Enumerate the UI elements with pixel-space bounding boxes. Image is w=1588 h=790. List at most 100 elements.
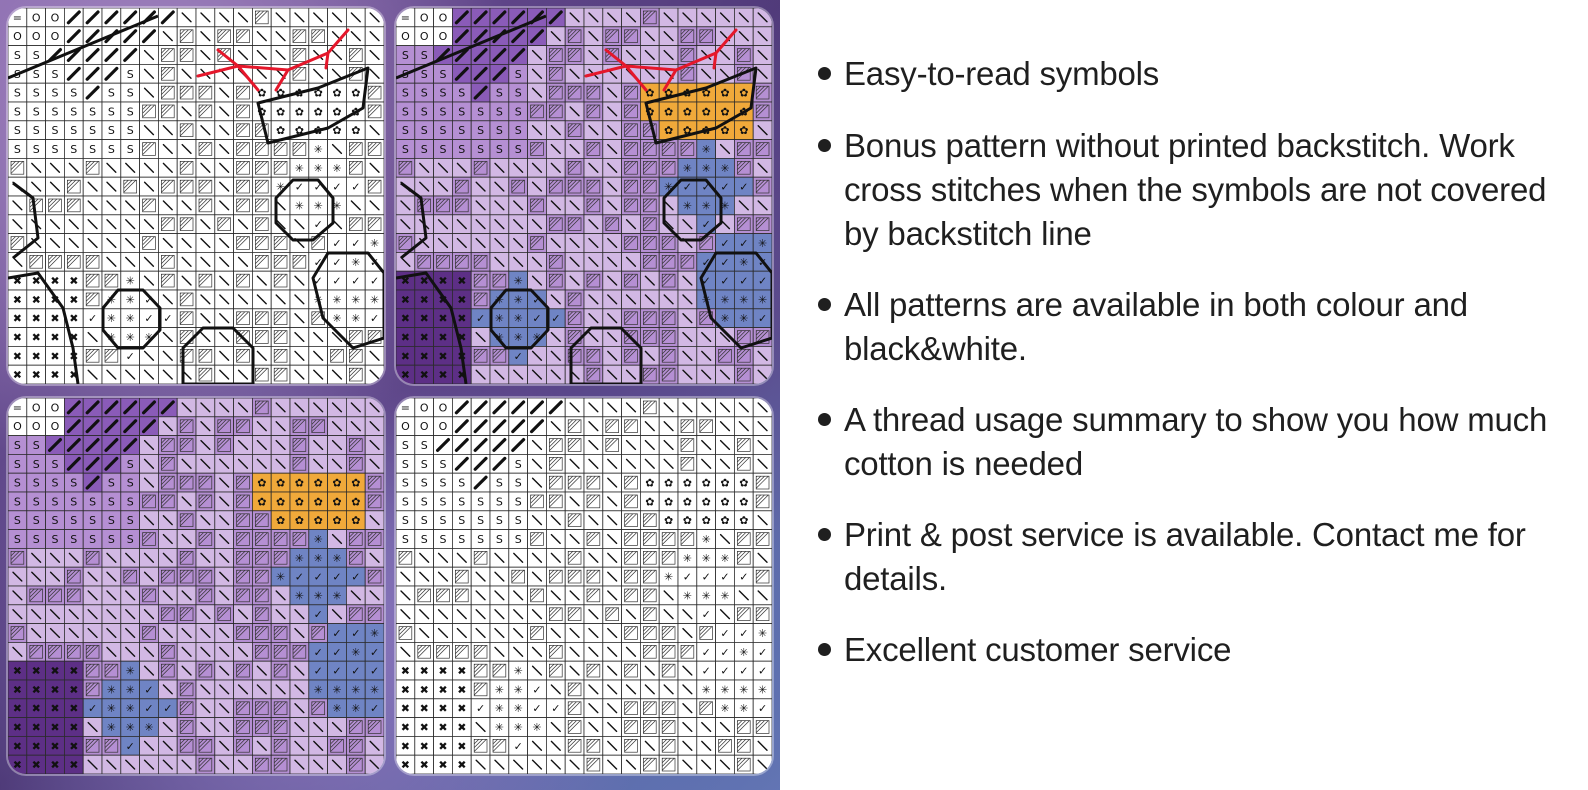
svg-text:✳: ✳ bbox=[107, 721, 116, 734]
svg-text:O: O bbox=[420, 420, 429, 433]
svg-text:S: S bbox=[515, 105, 522, 118]
svg-text:✳: ✳ bbox=[126, 665, 135, 678]
svg-text:S: S bbox=[70, 87, 77, 100]
svg-text:✿: ✿ bbox=[720, 87, 729, 100]
svg-text:S: S bbox=[89, 495, 96, 508]
svg-text:✓: ✓ bbox=[514, 740, 523, 753]
svg-text:S: S bbox=[515, 533, 522, 546]
svg-text:✖: ✖ bbox=[401, 369, 410, 382]
svg-text:✓: ✓ bbox=[683, 571, 692, 584]
svg-text:✖: ✖ bbox=[13, 683, 22, 696]
svg-text:✖: ✖ bbox=[69, 293, 78, 306]
svg-text:O: O bbox=[32, 30, 41, 43]
svg-text:✳: ✳ bbox=[683, 589, 692, 602]
svg-text:✳: ✳ bbox=[126, 702, 135, 715]
svg-text:✳: ✳ bbox=[758, 683, 767, 696]
svg-text:✿: ✿ bbox=[257, 495, 266, 508]
svg-text:✳: ✳ bbox=[314, 162, 323, 175]
feature-list: Easy-to-read symbols Bonus pattern witho… bbox=[806, 52, 1576, 697]
svg-text:S: S bbox=[440, 87, 447, 100]
svg-text:✖: ✖ bbox=[13, 331, 22, 344]
svg-text:✳: ✳ bbox=[351, 293, 360, 306]
svg-text:✓: ✓ bbox=[720, 627, 729, 640]
svg-text:✓: ✓ bbox=[314, 256, 323, 269]
svg-text:✳: ✳ bbox=[126, 721, 135, 734]
svg-text:S: S bbox=[108, 514, 115, 527]
svg-text:S: S bbox=[477, 495, 484, 508]
svg-text:S: S bbox=[52, 68, 59, 81]
svg-text:✿: ✿ bbox=[257, 87, 266, 100]
svg-text:S: S bbox=[14, 439, 21, 452]
svg-text:S: S bbox=[402, 514, 409, 527]
svg-text:S: S bbox=[33, 87, 40, 100]
svg-text:S: S bbox=[515, 514, 522, 527]
svg-text:S: S bbox=[127, 143, 134, 156]
svg-text:✖: ✖ bbox=[420, 683, 429, 696]
svg-text:S: S bbox=[477, 124, 484, 137]
svg-text:S: S bbox=[52, 105, 59, 118]
svg-text:S: S bbox=[402, 458, 409, 471]
svg-text:✖: ✖ bbox=[50, 369, 59, 382]
svg-text:✓: ✓ bbox=[314, 608, 323, 621]
svg-text:✓: ✓ bbox=[702, 181, 711, 194]
svg-text:✖: ✖ bbox=[50, 721, 59, 734]
svg-text:✳: ✳ bbox=[664, 571, 673, 584]
svg-text:S: S bbox=[14, 514, 21, 527]
svg-text:S: S bbox=[421, 514, 428, 527]
svg-text:✓: ✓ bbox=[144, 683, 153, 696]
svg-text:✖: ✖ bbox=[50, 759, 59, 772]
svg-text:✳: ✳ bbox=[332, 683, 341, 696]
svg-text:✖: ✖ bbox=[69, 331, 78, 344]
svg-text:✖: ✖ bbox=[420, 702, 429, 715]
svg-text:✓: ✓ bbox=[702, 256, 711, 269]
svg-text:✖: ✖ bbox=[401, 683, 410, 696]
svg-text:✿: ✿ bbox=[314, 514, 323, 527]
svg-text:S: S bbox=[33, 495, 40, 508]
svg-text:S: S bbox=[52, 495, 59, 508]
svg-text:S: S bbox=[496, 143, 503, 156]
svg-text:✖: ✖ bbox=[438, 312, 447, 325]
svg-text:S: S bbox=[108, 495, 115, 508]
svg-text:✳: ✳ bbox=[758, 237, 767, 250]
svg-text:✖: ✖ bbox=[32, 665, 41, 678]
svg-text:✳: ✳ bbox=[314, 552, 323, 565]
svg-text:S: S bbox=[108, 143, 115, 156]
svg-text:S: S bbox=[52, 143, 59, 156]
svg-text:✓: ✓ bbox=[295, 181, 304, 194]
svg-text:✿: ✿ bbox=[702, 477, 711, 490]
bullet-icon bbox=[818, 67, 831, 80]
svg-text:✳: ✳ bbox=[514, 702, 523, 715]
svg-text:S: S bbox=[89, 514, 96, 527]
svg-text:✓: ✓ bbox=[332, 627, 341, 640]
svg-text:✿: ✿ bbox=[702, 87, 711, 100]
svg-text:✳: ✳ bbox=[351, 646, 360, 659]
svg-text:S: S bbox=[127, 124, 134, 137]
svg-text:✖: ✖ bbox=[32, 369, 41, 382]
svg-text:S: S bbox=[402, 495, 409, 508]
svg-text:✳: ✳ bbox=[683, 552, 692, 565]
svg-text:S: S bbox=[440, 514, 447, 527]
svg-text:S: S bbox=[127, 458, 134, 471]
svg-text:✿: ✿ bbox=[276, 87, 285, 100]
svg-text:S: S bbox=[402, 105, 409, 118]
svg-text:✖: ✖ bbox=[420, 275, 429, 288]
svg-text:✳: ✳ bbox=[720, 589, 729, 602]
svg-text:O: O bbox=[439, 401, 448, 414]
svg-text:✓: ✓ bbox=[758, 312, 767, 325]
svg-text:S: S bbox=[127, 105, 134, 118]
feature-item: Easy-to-read symbols bbox=[806, 52, 1576, 96]
svg-text:S: S bbox=[440, 68, 447, 81]
svg-text:✖: ✖ bbox=[401, 665, 410, 678]
svg-text:✳: ✳ bbox=[314, 533, 323, 546]
svg-text:✓: ✓ bbox=[739, 275, 748, 288]
svg-text:✖: ✖ bbox=[457, 665, 466, 678]
svg-text:✖: ✖ bbox=[69, 702, 78, 715]
svg-text:S: S bbox=[477, 533, 484, 546]
svg-text:S: S bbox=[14, 143, 21, 156]
svg-text:✓: ✓ bbox=[551, 702, 560, 715]
svg-text:S: S bbox=[421, 87, 428, 100]
svg-text:S: S bbox=[515, 495, 522, 508]
svg-text:✳: ✳ bbox=[495, 683, 504, 696]
svg-text:O: O bbox=[401, 30, 410, 43]
svg-text:✳: ✳ bbox=[126, 275, 135, 288]
